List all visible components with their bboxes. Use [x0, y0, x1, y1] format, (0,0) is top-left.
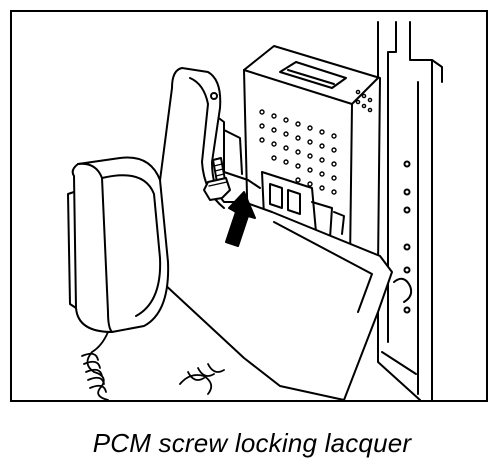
handset-receiver: [67, 156, 170, 333]
mounting-bracket: [377, 21, 443, 400]
handset-cord: [81, 331, 225, 400]
pcm-vent-holes: [259, 89, 373, 195]
figure-caption: PCM screw locking lacquer: [92, 428, 412, 458]
install-direction-arrow-icon: [225, 191, 256, 247]
figure-frame: [10, 10, 488, 402]
pcm-screw: [203, 157, 231, 201]
pcm-illustration: [67, 21, 443, 400]
